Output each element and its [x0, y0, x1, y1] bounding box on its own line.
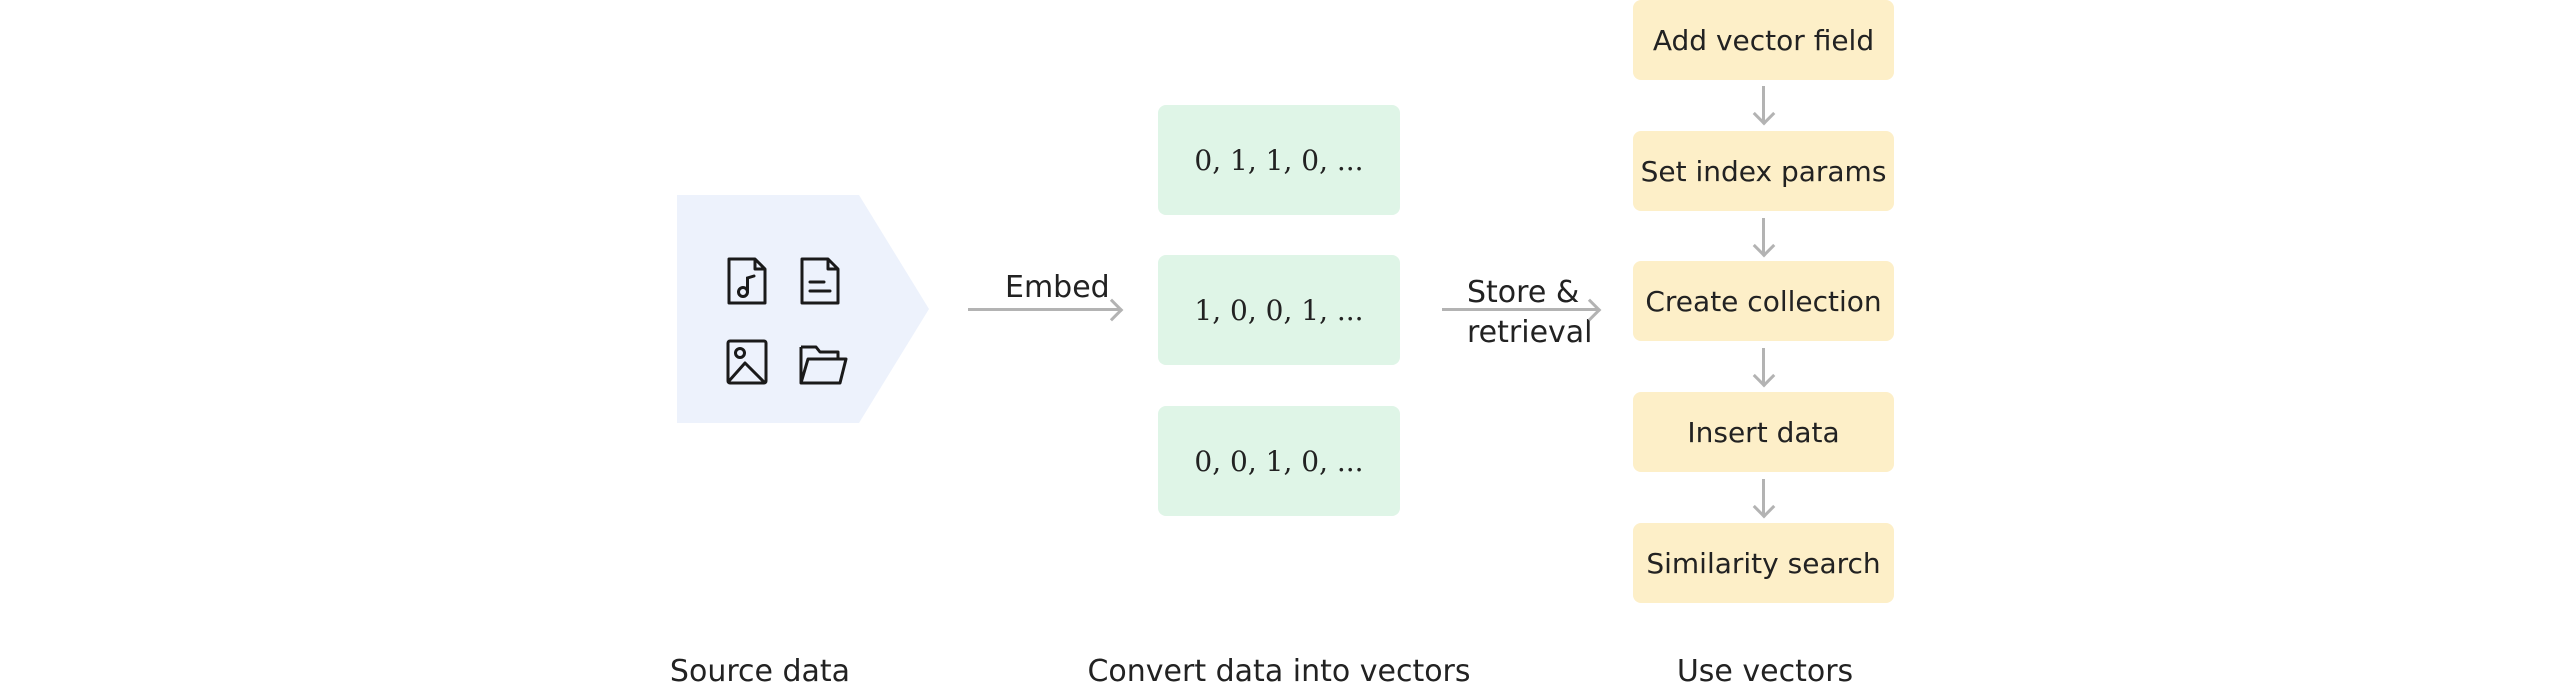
audio-file-icon	[727, 257, 767, 305]
store-arrow-line	[1442, 308, 1598, 311]
caption-convert-data: Convert data into vectors	[1087, 654, 1471, 689]
store-retrieval-label-line1: Store &	[1467, 275, 1580, 310]
step-arrow-line	[1762, 348, 1765, 384]
step-add-vector-field: Add vector field	[1633, 0, 1894, 80]
image-file-icon	[726, 339, 768, 385]
embed-arrow-line	[968, 308, 1120, 311]
vector-box: 1, 0, 0, 1, ...	[1158, 255, 1400, 365]
step-arrow-head	[1752, 364, 1776, 388]
step-arrow-line	[1762, 218, 1765, 254]
folder-icon	[799, 345, 848, 385]
caption-source-data: Source data	[669, 654, 851, 689]
step-arrow-line	[1762, 479, 1765, 515]
store-retrieval-label-line2: retrieval	[1467, 315, 1593, 350]
text-document-icon	[800, 257, 840, 305]
step-arrow-head	[1752, 495, 1776, 519]
vector-box: 0, 0, 1, 0, ...	[1158, 406, 1400, 516]
embed-label: Embed	[1005, 270, 1110, 305]
step-set-index-params: Set index params	[1633, 131, 1894, 211]
step-similarity-search: Similarity search	[1633, 523, 1894, 603]
step-arrow-head	[1752, 102, 1776, 126]
step-create-collection: Create collection	[1633, 261, 1894, 341]
vector-box: 0, 1, 1, 0, ...	[1158, 105, 1400, 215]
step-insert-data: Insert data	[1633, 392, 1894, 472]
caption-use-vectors: Use vectors	[1676, 654, 1854, 689]
step-arrow-line	[1762, 86, 1765, 122]
source-data-shape	[677, 195, 929, 423]
step-arrow-head	[1752, 234, 1776, 258]
